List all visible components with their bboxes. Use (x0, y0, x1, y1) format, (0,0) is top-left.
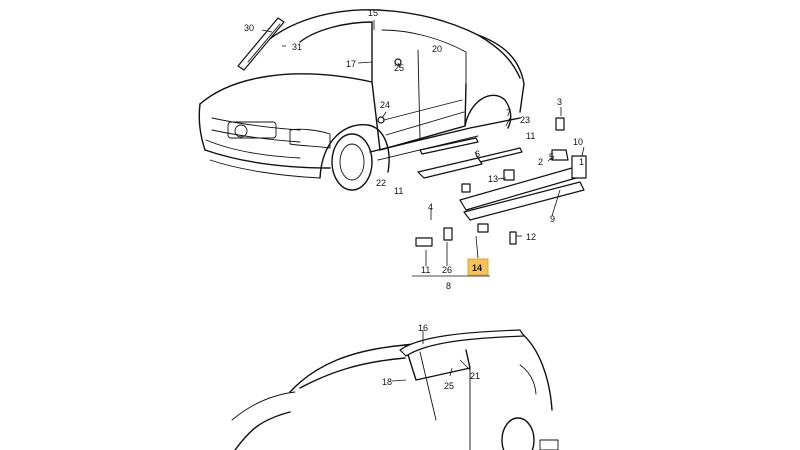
callout-4: 4 (428, 202, 433, 212)
roof-trim-strip-30 (237, 17, 285, 71)
highlight-box (467, 258, 489, 276)
callout-9: 9 (550, 214, 555, 224)
callout-20: 20 (432, 44, 442, 54)
callout-18: 18 (382, 377, 392, 387)
callout-25-bottom: 25 (444, 381, 454, 391)
callout-16: 16 (418, 323, 428, 333)
callout-13: 13 (488, 174, 498, 184)
callout-6: 6 (475, 149, 480, 159)
callout-24: 24 (380, 100, 390, 110)
callout-22: 22 (376, 178, 386, 188)
callout-1: 1 (579, 157, 584, 167)
callout-5: 5 (549, 152, 554, 162)
callout-11-top: 11 (526, 131, 535, 141)
callout-8: 8 (446, 281, 451, 291)
door-trim-strips (419, 137, 523, 163)
callout-15: 15 (368, 8, 378, 18)
highlighted-part-14[interactable]: 14 (467, 258, 489, 276)
roof-rail-16 (399, 329, 525, 357)
callout-30: 30 (244, 23, 254, 33)
callout-21: 21 (470, 371, 480, 381)
callout-17: 17 (346, 59, 356, 69)
callout-31: 31 (292, 42, 302, 52)
callout-7: 7 (506, 108, 511, 118)
callout-labels: 30 31 15 20 17 25 24 7 3 23 11 6 10 1 2 … (244, 8, 584, 391)
sedan-illustration (198, 9, 525, 191)
callout-11-middle: 11 (394, 186, 403, 196)
callout-11-bottom: 11 (421, 265, 430, 275)
callout-14: 14 (472, 263, 482, 273)
callout-3: 3 (557, 97, 562, 107)
wagon-illustration (231, 331, 559, 450)
leader-lines (261, 20, 585, 382)
callout-26: 26 (442, 265, 452, 275)
fasteners (377, 58, 587, 247)
callout-10: 10 (573, 137, 583, 147)
callout-25-top: 25 (394, 63, 404, 73)
sill-panels (417, 157, 585, 233)
callout-23: 23 (520, 115, 530, 125)
callout-12: 12 (526, 232, 536, 242)
callout-2: 2 (538, 157, 543, 167)
